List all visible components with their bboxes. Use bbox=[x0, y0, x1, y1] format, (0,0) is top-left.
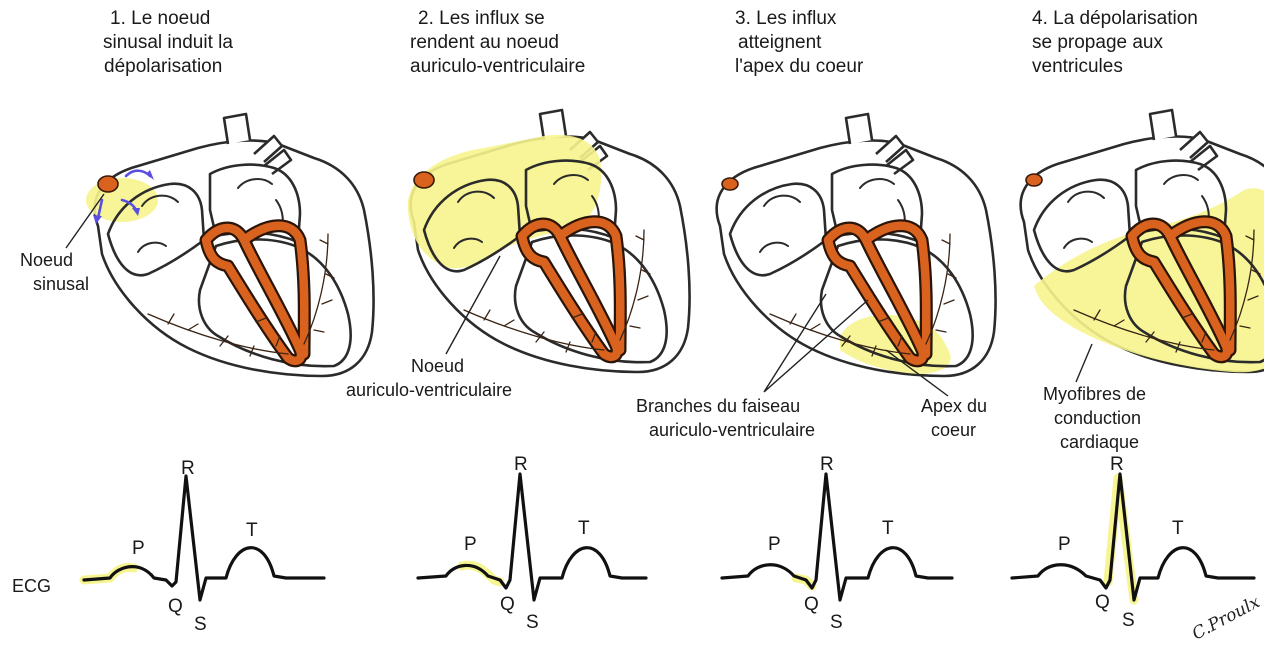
step-2-title-line-3: auriculo-ventriculaire bbox=[410, 56, 585, 77]
ecg-4-p-label: P bbox=[1058, 534, 1071, 555]
ecg-2-r-label: R bbox=[514, 454, 528, 475]
step-1-title-line-2: sinusal induit la bbox=[103, 32, 233, 53]
ecg-2: P Q R S T bbox=[418, 454, 646, 633]
sinus-node bbox=[414, 172, 434, 188]
label-myofibres: Myofibres de conduction cardiaque bbox=[1043, 344, 1146, 452]
ecg-1-t-label: T bbox=[246, 520, 258, 541]
label-noeud-av-line-2: auriculo-ventriculaire bbox=[346, 380, 512, 400]
ecg-2-q-label: Q bbox=[500, 594, 515, 615]
sinus-node bbox=[722, 178, 738, 190]
label-apex-line-1: Apex du bbox=[921, 396, 987, 416]
step-4-title: 4. La dépolarisation se propage aux vent… bbox=[1032, 8, 1198, 77]
ecg-2-trace bbox=[418, 474, 646, 600]
heart-1 bbox=[86, 114, 374, 376]
ecg-4-r-label: R bbox=[1110, 454, 1124, 475]
ecg-3-trace bbox=[722, 474, 952, 600]
label-myofibres-line-2: conduction bbox=[1054, 408, 1141, 428]
ecg-4-q-label: Q bbox=[1095, 592, 1110, 613]
step-3-title-line-3: l'apex du coeur bbox=[735, 56, 864, 77]
ecg-3-p-label: P bbox=[768, 534, 781, 555]
artist-signature: C.Proulx bbox=[1189, 592, 1264, 644]
ecg-1-q-label: Q bbox=[168, 596, 183, 617]
ecg-4-trace bbox=[1012, 474, 1254, 600]
artist-signature-text: C.Proulx bbox=[1189, 592, 1264, 644]
step-1-title-line-3: dépolarisation bbox=[104, 56, 222, 77]
ecg-1-s-label: S bbox=[194, 614, 207, 635]
label-noeud-av-line-1: Noeud bbox=[411, 356, 464, 376]
heart-4 bbox=[1021, 110, 1264, 372]
step-2-title-line-1: 2. Les influx se bbox=[418, 8, 545, 29]
step-2-title: 2. Les influx se rendent au noeud auricu… bbox=[410, 8, 585, 77]
ecg-1-trace bbox=[84, 476, 324, 600]
ecg-3: P Q R S T bbox=[722, 454, 952, 633]
ecg-label: ECG bbox=[12, 576, 51, 596]
ecg-4-s-label: S bbox=[1122, 610, 1135, 631]
step-2-title-line-2: rendent au noeud bbox=[410, 32, 559, 53]
step-3-title-line-2: atteignent bbox=[738, 32, 822, 53]
label-myofibres-line-1: Myofibres de bbox=[1043, 384, 1146, 404]
sinus-node bbox=[98, 176, 118, 192]
ecg-1: P Q R S T bbox=[84, 458, 324, 635]
ecg-1-r-label: R bbox=[181, 458, 195, 479]
label-branches-line-2: auriculo-ventriculaire bbox=[649, 420, 815, 440]
step-1-title-line-1: 1. Le noeud bbox=[110, 8, 210, 29]
heart-3 bbox=[717, 114, 996, 376]
label-apex-line-2: coeur bbox=[931, 420, 976, 440]
ecg-2-t-label: T bbox=[578, 518, 590, 539]
step-1-title: 1. Le noeud sinusal induit la dépolarisa… bbox=[103, 8, 233, 77]
ecg-4-t-label: T bbox=[1172, 518, 1184, 539]
step-3-title-line-1: 3. Les influx bbox=[735, 8, 837, 29]
heart-2 bbox=[408, 110, 690, 372]
ecg-1-p-label: P bbox=[132, 538, 145, 559]
step-3-title: 3. Les influx atteignent l'apex du coeur bbox=[735, 8, 864, 77]
sinus-node bbox=[1026, 174, 1042, 186]
ecg-3-s-label: S bbox=[830, 612, 843, 633]
label-branches-line-1: Branches du faiseau bbox=[636, 396, 800, 416]
step-4-title-line-1: 4. La dépolarisation bbox=[1032, 8, 1198, 29]
label-noeud-sinusal-line-1: Noeud bbox=[20, 250, 73, 270]
ecg-3-r-label: R bbox=[820, 454, 834, 475]
ecg-4: P Q R S T bbox=[1012, 454, 1254, 631]
ecg-2-s-label: S bbox=[526, 612, 539, 633]
ecg-2-p-label: P bbox=[464, 534, 477, 555]
label-noeud-sinusal-line-2: sinusal bbox=[33, 274, 89, 294]
ecg-3-q-label: Q bbox=[804, 594, 819, 615]
label-myofibres-line-3: cardiaque bbox=[1060, 432, 1139, 452]
step-4-title-line-3: ventricules bbox=[1032, 56, 1123, 77]
ecg-3-t-label: T bbox=[882, 518, 894, 539]
step-4-title-line-2: se propage aux bbox=[1032, 32, 1163, 53]
